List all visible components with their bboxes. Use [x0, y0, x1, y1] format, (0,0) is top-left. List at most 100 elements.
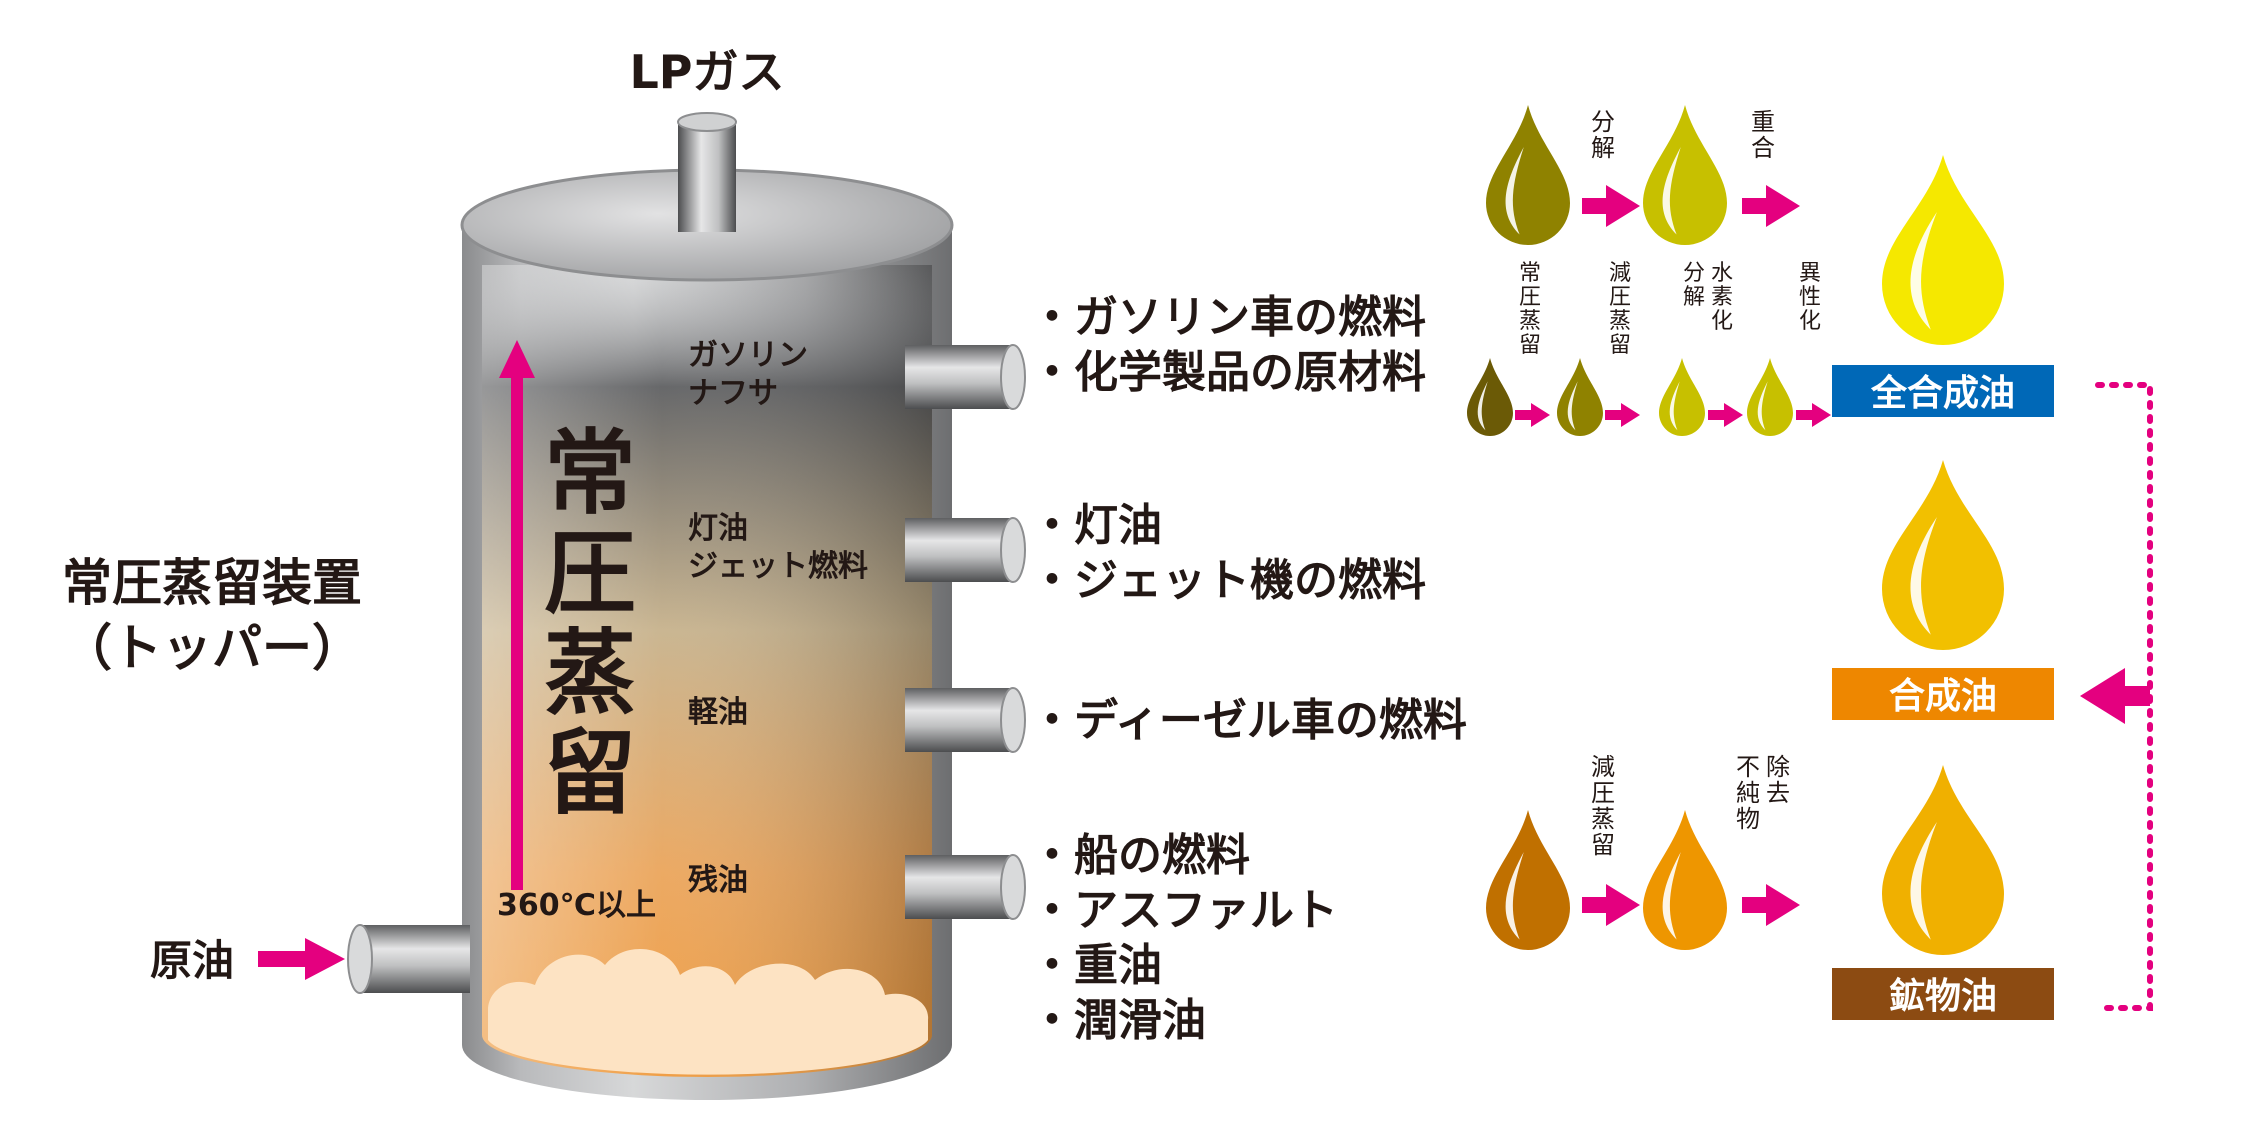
- drop-full-synthetic: [1882, 155, 2004, 345]
- top-pipe: [678, 122, 736, 232]
- svg-text:異: 異: [1799, 261, 1821, 286]
- inlet-pipe: [347, 924, 470, 994]
- svg-text:減: 減: [1591, 753, 1615, 781]
- svg-text:分: 分: [1591, 108, 1615, 136]
- arrow-decompose: [1582, 185, 1640, 227]
- svg-text:重: 重: [1751, 108, 1775, 136]
- vertical-char-1: 常: [544, 420, 636, 527]
- arrow-bottom-1: [1582, 884, 1640, 926]
- svg-text:圧: 圧: [1591, 779, 1615, 807]
- svg-text:去: 去: [1766, 779, 1790, 807]
- mineral-bg: [1832, 968, 2054, 1020]
- svg-text:圧: 圧: [1609, 285, 1631, 310]
- svg-text:除: 除: [1766, 753, 1790, 781]
- arrow-mid-4: [1796, 403, 1831, 427]
- svg-text:圧: 圧: [1519, 285, 1541, 310]
- svg-text:化: 化: [1799, 309, 1821, 334]
- drop-top-1: [1486, 105, 1570, 245]
- use-chemical-feedstock: ・化学製品の原材料: [1030, 347, 1426, 398]
- distillation-tower: 常 圧 蒸 留 360℃以上 ガソリン ナフサ 灯油 ジェット燃料 軽油 残油: [347, 112, 1026, 1100]
- svg-text:分: 分: [1683, 261, 1705, 286]
- fraction-inner-residue: 残油: [688, 863, 748, 898]
- drop-synthetic: [1882, 460, 2004, 650]
- drop-bottom-2: [1643, 810, 1727, 950]
- mineral-label: 鉱物油: [1889, 975, 1997, 1017]
- side-pipe-4: [905, 854, 1026, 920]
- full-synthetic-label: 全合成油: [1870, 372, 2015, 414]
- heat-rise-arrow: [499, 340, 535, 890]
- svg-text:物: 物: [1736, 805, 1760, 833]
- svg-text:解: 解: [1683, 285, 1705, 310]
- step-decompose: 分解: [1591, 108, 1615, 162]
- arrow-bottom-2: [1742, 884, 1800, 926]
- svg-text:蒸: 蒸: [1519, 309, 1541, 334]
- vertical-char-2: 圧: [544, 520, 636, 627]
- svg-text:純: 純: [1736, 779, 1760, 807]
- fraction-inner-gasoline: ガソリン: [688, 338, 808, 373]
- svg-text:化: 化: [1711, 309, 1733, 334]
- use-ship-fuel: ・船の燃料: [1030, 830, 1250, 881]
- svg-text:合: 合: [1751, 134, 1775, 162]
- svg-text:不: 不: [1736, 753, 1760, 781]
- svg-text:性: 性: [1799, 285, 1821, 310]
- vertical-char-4: 留: [544, 720, 636, 827]
- use-jet-fuel: ・ジェット機の燃料: [1030, 555, 1426, 606]
- step-atmospheric: 常圧蒸留: [1519, 261, 1541, 358]
- svg-text:素: 素: [1711, 285, 1733, 310]
- svg-text:減: 減: [1609, 261, 1631, 286]
- drop-mid-2: [1557, 358, 1603, 436]
- dotted-connector: [2095, 382, 2153, 1011]
- drop-mid-3: [1659, 358, 1705, 436]
- svg-text:水: 水: [1711, 261, 1733, 286]
- arrow-mid-2: [1605, 403, 1640, 427]
- svg-text:常: 常: [1519, 261, 1541, 286]
- oil-drops: [1467, 105, 2004, 955]
- vertical-label: 常 圧 蒸 留: [544, 420, 636, 827]
- side-pipe-1: [905, 344, 1026, 410]
- svg-text:留: 留: [1591, 831, 1615, 859]
- use-kerosene: ・灯油: [1030, 500, 1162, 551]
- arrow-into-synthetic: [2080, 668, 2150, 724]
- side-pipe-2: [905, 517, 1026, 583]
- drop-mid-1: [1467, 358, 1513, 436]
- step-polymerize: 重合: [1751, 108, 1775, 162]
- vertical-char-3: 蒸: [544, 620, 636, 727]
- fraction-inner-kerosene: 灯油: [688, 511, 748, 546]
- arrow-polymerize: [1742, 185, 1800, 227]
- fraction-inner-jet: ジェット燃料: [688, 549, 868, 584]
- svg-text:蒸: 蒸: [1609, 309, 1631, 334]
- full-synthetic-box: 全合成油: [1832, 365, 2054, 417]
- synthetic-box: 合成油: [1832, 668, 2054, 720]
- arrow-mid-3: [1708, 403, 1743, 427]
- lp-gas-label: LPガス: [629, 45, 784, 99]
- use-asphalt: ・アスファルト: [1030, 885, 1338, 936]
- drop-mid-4: [1747, 358, 1793, 436]
- process-arrows: [1515, 185, 2150, 926]
- drop-mineral: [1882, 765, 2004, 955]
- synthetic-bg: [1832, 668, 2054, 720]
- side-pipe-3: [905, 687, 1026, 753]
- drop-bottom-1: [1486, 810, 1570, 950]
- svg-text:留: 留: [1519, 333, 1541, 358]
- arrow-mid-1: [1515, 403, 1550, 427]
- synthetic-label: 合成油: [1889, 676, 1997, 717]
- crude-oil-label: 原油: [150, 936, 234, 985]
- svg-text:留: 留: [1609, 333, 1631, 358]
- apparatus-title-line2: （トッパー）: [62, 619, 362, 677]
- crude-oil-arrow: [258, 938, 345, 980]
- svg-text:解: 解: [1591, 134, 1615, 162]
- mineral-box: 鉱物油: [1832, 968, 2054, 1020]
- use-diesel-cars: ・ディーゼル車の燃料: [1030, 695, 1467, 746]
- use-heavy-oil: ・重油: [1030, 940, 1162, 991]
- temperature-label: 360℃以上: [497, 888, 656, 923]
- apparatus-title-line1: 常圧蒸留装置: [62, 554, 362, 612]
- use-gasoline-cars: ・ガソリン車の燃料: [1030, 292, 1426, 343]
- svg-text:蒸: 蒸: [1591, 805, 1615, 833]
- use-lubricant: ・潤滑油: [1030, 995, 1206, 1046]
- residue-cloud: [488, 948, 929, 1075]
- full-synthetic-bg: [1832, 365, 2054, 417]
